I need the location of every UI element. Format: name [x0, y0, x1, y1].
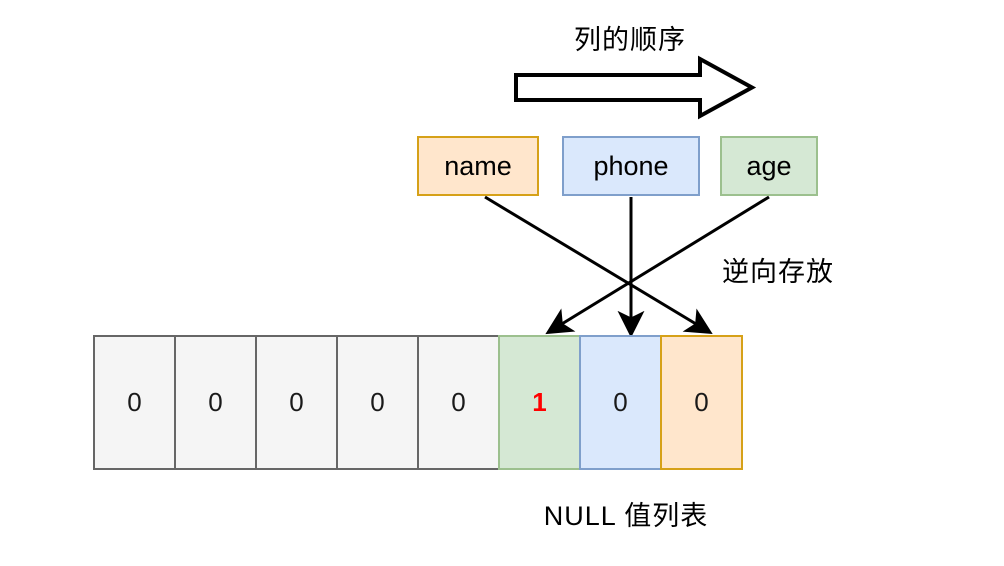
bitmap-cell-value: 0 — [370, 387, 385, 417]
column-box-age-label: age — [746, 150, 792, 181]
bitmap-cell[interactable]: 0 — [93, 335, 176, 470]
column-box-age[interactable]: age — [720, 136, 818, 196]
bitmap-cell[interactable]: 0 — [174, 335, 257, 470]
bitmap-cell-value: 0 — [451, 387, 466, 417]
bitmap-cell-phone[interactable]: 0 — [579, 335, 662, 470]
arrow-name-to-cell8 — [484, 195, 713, 335]
bitmap-cell-value: 0 — [694, 387, 709, 417]
column-order-caption: 列的顺序 — [574, 25, 686, 55]
column-box-name[interactable]: name — [417, 136, 539, 196]
reverse-storage-caption: 逆向存放 — [722, 257, 834, 287]
bitmap-cell-value: 0 — [613, 387, 628, 417]
bitmap-cell[interactable]: 0 — [336, 335, 419, 470]
bitmap-cell-name[interactable]: 0 — [660, 335, 743, 470]
bitmap-cell-value: 0 — [127, 387, 142, 417]
null-bitmap-row: 0 0 0 0 0 1 0 0 — [93, 335, 743, 470]
column-box-phone[interactable]: phone — [562, 136, 700, 196]
right-arrow-outline-icon — [512, 55, 757, 120]
bitmap-cell[interactable]: 0 — [417, 335, 500, 470]
null-value-list-caption: NULL 值列表 — [543, 501, 709, 531]
bitmap-cell-age[interactable]: 1 — [498, 335, 581, 470]
bitmap-cell-value: 1 — [532, 387, 547, 417]
bitmap-cell-value: 0 — [208, 387, 223, 417]
column-box-name-label: name — [444, 150, 512, 181]
bitmap-cell-value: 0 — [289, 387, 304, 417]
bitmap-cell[interactable]: 0 — [255, 335, 338, 470]
column-box-phone-label: phone — [593, 150, 669, 181]
